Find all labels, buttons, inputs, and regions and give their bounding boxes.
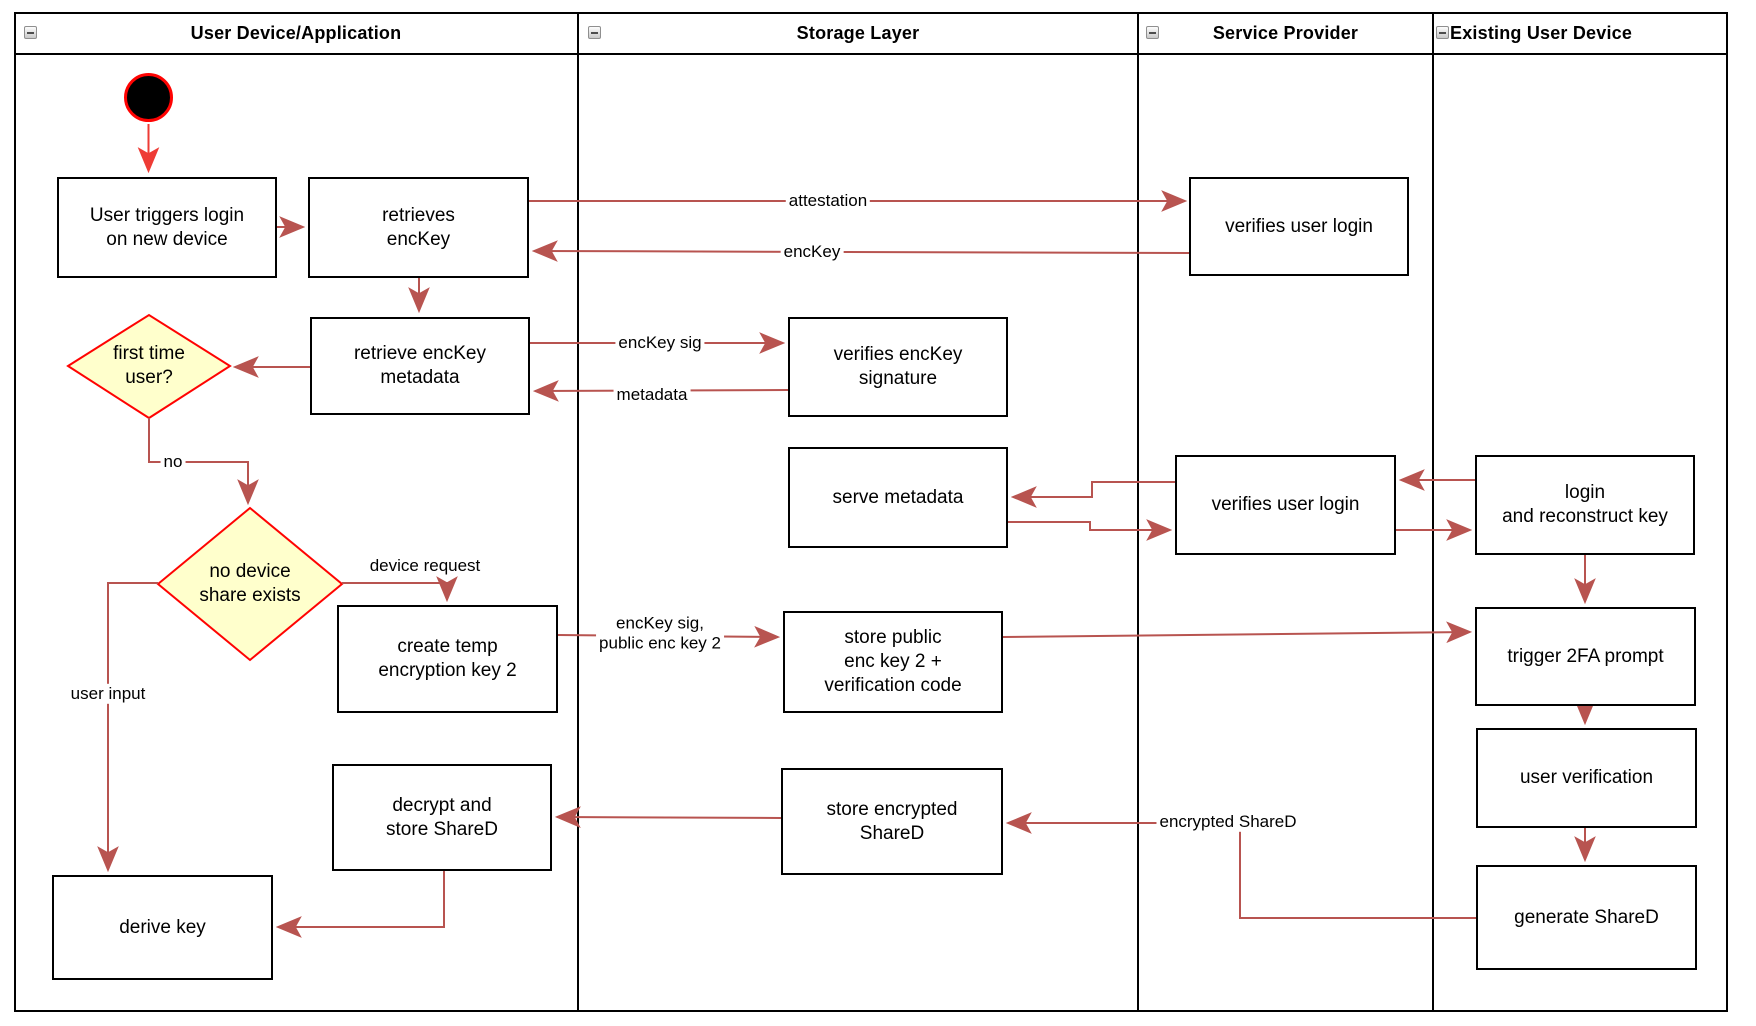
edge-verifies-login-to-serve-metadata[interactable]: [1010, 481, 1175, 508]
edge-label-no: no: [160, 451, 186, 473]
lane-title-user-device-application: User Device/Application: [190, 22, 402, 43]
action-decrypt-store-shared[interactable]: decrypt and store ShareD: [332, 764, 552, 871]
edge-label-device-request: device request: [366, 555, 484, 577]
collapse-lane-icon[interactable]: [588, 26, 601, 39]
action-verifies-user-login-top[interactable]: verifies user login: [1189, 177, 1409, 276]
action-create-temp-key2[interactable]: create temp encryption key 2: [337, 605, 558, 713]
edge-serve-metadata-to-verifies-login[interactable]: [1008, 519, 1173, 541]
lane-header-divider: [14, 53, 1728, 55]
edge-decrypt-to-derive-key[interactable]: [275, 871, 445, 938]
action-generate-shared[interactable]: generate ShareD: [1476, 865, 1697, 970]
action-verifies-enckey-signature[interactable]: verifies encKey signature: [788, 317, 1008, 417]
lane-divider-1: [577, 12, 579, 1012]
collapse-lane-icon[interactable]: [1146, 26, 1159, 39]
action-retrieve-enckey-metadata[interactable]: retrieve encKey metadata: [310, 317, 530, 415]
lane-title-storage-layer: Storage Layer: [796, 22, 920, 43]
edge-label-user-input: user input: [67, 683, 149, 705]
action-user-verification[interactable]: user verification: [1476, 728, 1697, 828]
edge-device-request[interactable]: [342, 576, 458, 603]
edge-user-input[interactable]: [97, 582, 158, 873]
edge-label-metadata: metadata: [613, 384, 691, 406]
edge-label-attestation: attestation: [785, 190, 871, 212]
lane-title-service-provider: Service Provider: [1212, 22, 1359, 43]
action-derive-key[interactable]: derive key: [52, 875, 273, 980]
decision-first-time-user[interactable]: [66, 313, 232, 420]
decision-no-device-share-label: no device share exists: [199, 561, 301, 606]
edge-label-enckey-sig-public: encKey sig, public enc key 2: [596, 613, 724, 655]
edge-encrypted-shared[interactable]: [1005, 812, 1476, 919]
edge-label-encrypted-shared: encrypted ShareD: [1156, 811, 1300, 833]
action-trigger-2fa-prompt[interactable]: trigger 2FA prompt: [1475, 607, 1696, 706]
edge-enckey-return[interactable]: [531, 240, 1190, 262]
action-serve-metadata[interactable]: serve metadata: [788, 447, 1008, 548]
lane-divider-2: [1137, 12, 1139, 1012]
action-retrieves-enckey[interactable]: retrieves encKey: [308, 177, 529, 278]
action-login-reconstruct-key[interactable]: login and reconstruct key: [1475, 455, 1695, 555]
edge-store-public-to-trigger-2fa[interactable]: [1002, 621, 1473, 644]
initial-node[interactable]: [124, 73, 173, 122]
lane-divider-3: [1432, 12, 1434, 1012]
edge-label-enckey-sig: encKey sig: [615, 332, 705, 354]
edge-no-branch[interactable]: [148, 418, 259, 506]
collapse-lane-icon[interactable]: [1436, 26, 1449, 39]
action-verifies-user-login-mid[interactable]: verifies user login: [1175, 455, 1396, 555]
edge-label-enckey: encKey: [780, 241, 844, 263]
action-user-triggers-login[interactable]: User triggers login on new device: [57, 177, 277, 278]
action-store-public-enc-key2[interactable]: store public enc key 2 + verification co…: [783, 611, 1003, 713]
action-store-encrypted-shared[interactable]: store encrypted ShareD: [781, 768, 1003, 875]
decision-first-time-user-label: first time user?: [113, 343, 185, 388]
edge-store-encrypted-to-decrypt[interactable]: [554, 806, 782, 828]
collapse-lane-icon[interactable]: [24, 26, 37, 39]
lane-title-existing-user-device: Existing User Device: [1450, 22, 1633, 43]
swimlane-pool-border: [14, 12, 1728, 1012]
